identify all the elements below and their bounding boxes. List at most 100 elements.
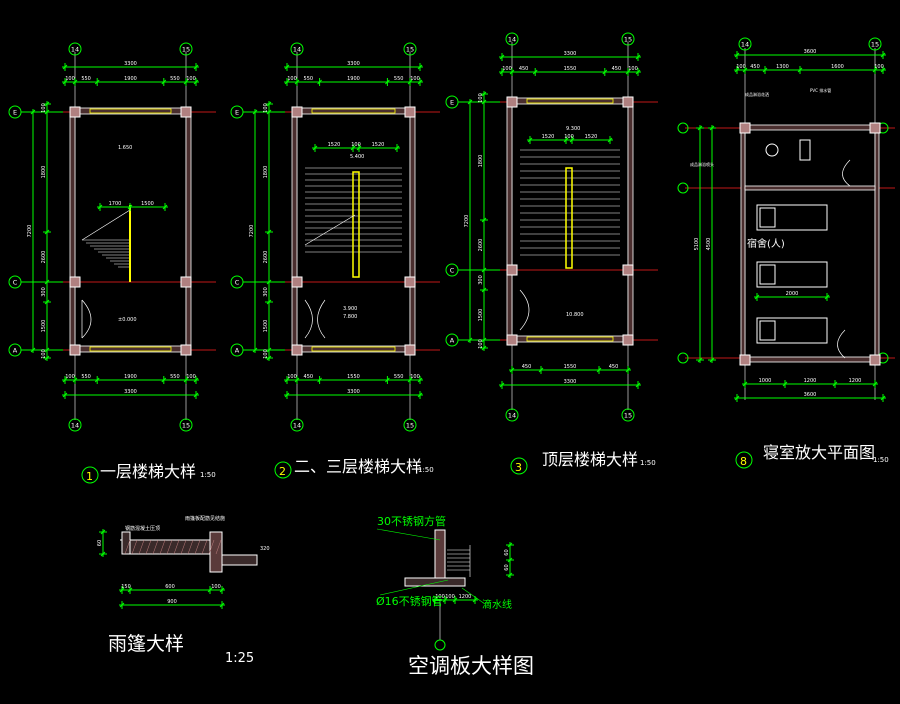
p2-col-tr [404,106,416,118]
canopy-dim-text: 150 [121,584,131,590]
p1-dim-left-text: 100 [41,349,47,359]
p1-dim-bot-text: 1900 [124,374,137,380]
p3-dim-top-text: 1550 [564,66,577,72]
ac-dim-h-text: 1200 [459,594,472,600]
p1-dim-top-text: 1900 [124,76,137,82]
title-plan-8: 8 寝室放大平面图 1:50 [735,443,889,469]
p3-dim-left-text: 2600 [478,239,484,252]
p1-bubble-E-label: E [13,109,17,117]
p1-bubble-14-top-label: 14 [71,46,79,54]
canopy-hatch [180,539,187,555]
p2-dim-top-text: 1900 [347,76,360,82]
p2-dim-top-text: 550 [304,76,314,82]
p3-bubble-C-label: C [450,267,455,275]
plan-8-scale: 1:50 [873,456,889,464]
canopy-note-rebar: 雨篷板配筋见结施 [185,515,225,522]
p3-dim-left-text: 100 [478,93,484,103]
ac-note-round-tube: Ø16不锈钢管 [376,594,443,608]
p1-col-tr [180,106,192,118]
p1-dim-left-text: 100 [41,103,47,113]
p2-wall-left [291,111,298,351]
p3-dim-left-text: 1800 [478,155,484,168]
p3-dim-bot-text: 1550 [564,364,577,370]
p2-col-bl [291,344,303,356]
p1-dim-top-text: 100 [186,76,196,82]
p2-dim-mid-text: 1520 [372,142,385,148]
canopy-hatch [124,539,131,555]
p3-dim-mid-text: 1520 [542,134,555,140]
p1-break-line [81,209,131,241]
p2-dim-left-text: 2600 [263,251,269,264]
ac-title: 空调板大样图 [408,654,534,678]
p2-dim-left-text: 100 [263,103,269,113]
p2-dim-left-text: 1800 [263,166,269,179]
p2-break-line [304,214,356,246]
p2-bubble-C-label: C [235,279,240,287]
p3-wall-right [627,101,634,341]
plan-1-title: 一层楼梯大样 [100,462,196,481]
p1-dim-top-text: 100 [65,76,75,82]
ac-dim-v-text: 60 [504,549,510,555]
p8-dim-inner-text: 2000 [786,291,799,297]
room-label: 宿舍(人) [747,237,785,250]
p2-bubble-15-bot-circle [403,418,417,432]
p8-dim-bot-text: 1200 [849,378,862,384]
p2-bubble-E-label: E [235,109,239,117]
ac-note-drip: 滴水线 [482,598,512,611]
p3-col-cl [506,264,518,276]
p1-dim-bot-text: 100 [186,374,196,380]
p1-bubble-15-bot-label: 15 [182,422,190,430]
p1-dim-bot-text: 550 [170,374,180,380]
canopy-dim-text: 600 [165,584,175,590]
canopy-hatch [152,539,159,555]
p1-door-swing [81,299,92,339]
ac-dim-v-text: 60 [504,564,510,570]
p2-dim-bot-total-text: 3300 [347,389,360,395]
p3-col-cr [622,264,634,276]
plan-3-scale: 1:50 [640,459,656,467]
p8-dim-top-total-text: 3600 [804,49,817,55]
p8-col-br [869,354,881,366]
canopy-hatch [201,539,208,555]
p3-bubble-E-label: E [450,99,454,107]
p3-bubble-14-top-circle [505,32,519,46]
p1-dim-left-text: 300 [41,287,47,297]
title-plan-3: 3 顶层楼梯大样 1:50 [510,450,656,475]
p8-wall-left [740,127,746,361]
p1-level2: 1.650 [118,145,132,151]
p1-dim-left-total-text: 7200 [27,225,33,238]
p2-window-top [311,108,396,114]
p2-window-bottom [311,346,396,352]
plan-3-number: 3 [515,461,522,474]
p2-dim-mid-text: 100 [351,142,361,148]
p3-bubble-15-top-circle [621,32,635,46]
p3-dim-mid-text: 1520 [585,134,598,140]
p3-bubble-14-top-label: 14 [508,36,516,44]
p1-dim-top-text: 550 [81,76,91,82]
p3-col-tr [622,96,634,108]
ac-leader-1 [376,528,441,541]
ac-dim-h-text: 100 [445,594,455,600]
p1-dim-bot-text: 550 [81,374,91,380]
p8-pillow-0 [759,207,776,228]
ac-slab [404,577,466,587]
p1-bubble-14-top-circle [68,42,82,56]
p3-bubble-14-bot-label: 14 [508,412,516,420]
p8-bubble-15-circle [868,37,882,51]
p8-bed-2 [756,317,828,344]
p3-bubble-15-bot-label: 15 [624,412,632,420]
p2-bubble-15-bot-label: 15 [406,422,414,430]
p8-dim-left-2-text: 5100 [694,238,700,251]
p2-level: 3.900 [343,306,357,312]
p8-bath-door [842,159,851,187]
canopy-scale: 1:25 [225,651,254,666]
p8-bubble-14-label: 14 [741,41,749,49]
p2-bubble-14-top-label: 14 [293,46,301,54]
p8-dim-top-text: 1600 [831,64,844,70]
p1-dim-bot-text: 100 [65,374,75,380]
p2-bubble-14-bot-label: 14 [293,422,301,430]
canopy-hatch [215,539,222,555]
p2-wall-right [409,111,416,351]
p3-bubble-14-bot-circle [505,408,519,422]
